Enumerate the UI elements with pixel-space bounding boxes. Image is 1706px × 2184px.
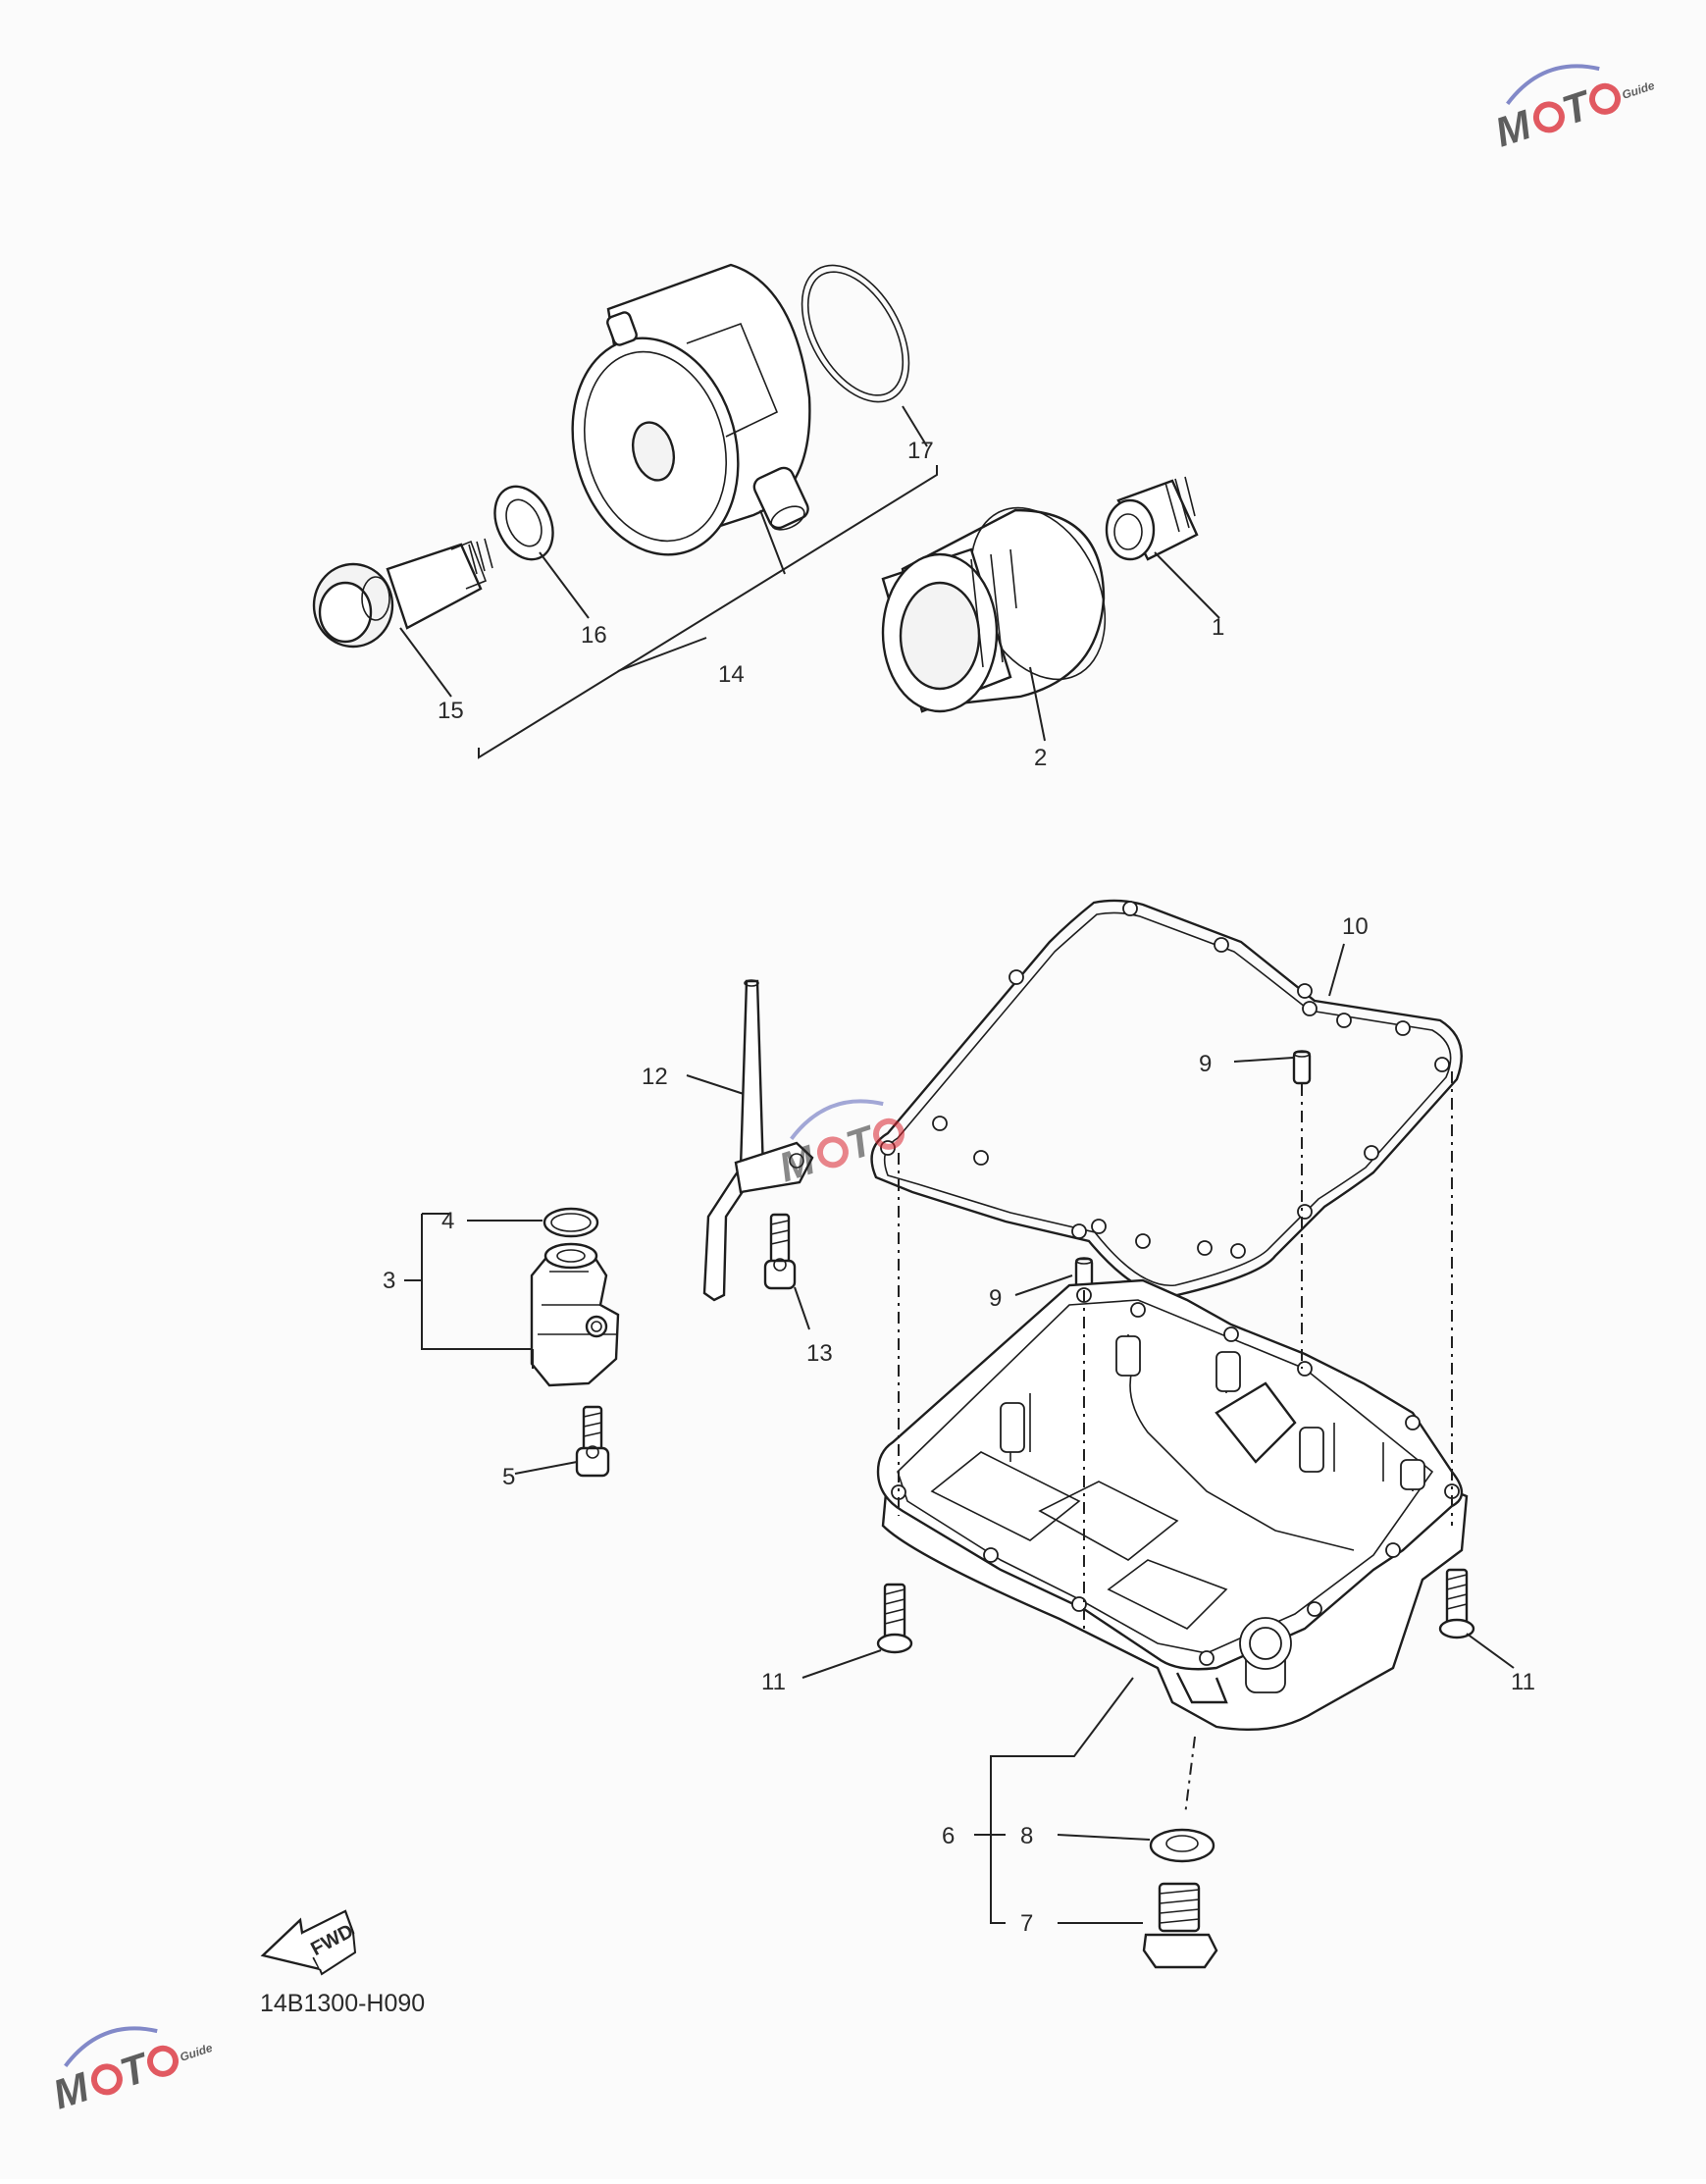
washer-8 <box>1149 1828 1215 1863</box>
watermark-logo-bottom-left: M T Guide <box>47 2026 215 2118</box>
callout-15: 15 <box>438 698 464 724</box>
o-ring-4 <box>543 1207 599 1238</box>
callout-2: 2 <box>1034 745 1047 771</box>
callout-9-lower: 9 <box>989 1285 1002 1312</box>
gasket-holes <box>880 901 1450 1259</box>
oil-cooler-14 <box>571 263 811 556</box>
callout-16: 16 <box>581 622 607 649</box>
washer-16 <box>493 485 554 561</box>
relief-valve-assembly <box>404 1207 620 1478</box>
union-bolt-15 <box>312 538 493 649</box>
bolt-11-right <box>1438 1568 1475 1639</box>
svg-text:M: M <box>1489 101 1537 156</box>
bolt-11-left <box>876 1583 913 1654</box>
callout-11-right: 11 <box>1511 1669 1535 1695</box>
valve-body-3 <box>530 1242 620 1387</box>
svg-text:Guide: Guide <box>1621 78 1657 102</box>
dowel-pin-9-lower <box>1074 1257 1094 1290</box>
callout-11-left: 11 <box>761 1669 786 1695</box>
callout-labels: 1 2 3 4 5 6 7 8 9 9 10 11 11 12 13 14 15… <box>383 438 1535 1937</box>
callout-6: 6 <box>942 1823 955 1849</box>
o-ring-17 <box>801 264 910 403</box>
svg-text:Guide: Guide <box>179 2041 215 2064</box>
callout-17: 17 <box>907 438 934 464</box>
callout-12: 12 <box>642 1064 668 1090</box>
bolt-13 <box>763 1213 797 1290</box>
callout-7: 7 <box>1020 1910 1033 1937</box>
callout-5: 5 <box>502 1464 515 1490</box>
drain-bolt-7 <box>1142 1882 1218 1969</box>
dowel-pin-9-upper <box>1292 1050 1312 1085</box>
callout-1: 1 <box>1212 614 1224 641</box>
oil-cooler-assembly <box>312 263 1220 759</box>
callout-13: 13 <box>806 1340 833 1367</box>
oil-filter-2 <box>881 506 1107 713</box>
fitting-1 <box>1105 476 1199 561</box>
oil-tube-assembly <box>686 979 814 1330</box>
gasket-10 <box>870 899 1463 1297</box>
svg-text:T: T <box>115 2044 156 2097</box>
svg-text:T: T <box>841 1117 882 1170</box>
leader-lines-pan <box>801 943 1515 1924</box>
callout-14: 14 <box>718 661 745 688</box>
bolt-5 <box>575 1405 610 1478</box>
oil-pan-6 <box>876 1278 1469 1732</box>
leader-lines-tube <box>686 1074 810 1330</box>
callout-4: 4 <box>441 1208 454 1234</box>
callout-3: 3 <box>383 1268 395 1294</box>
callout-10: 10 <box>1342 913 1369 940</box>
fwd-arrow-icon: FWD <box>260 1909 357 1976</box>
callout-9-upper: 9 <box>1199 1051 1212 1077</box>
oil-pan-assembly <box>801 899 1515 1969</box>
svg-text:T: T <box>1557 81 1598 134</box>
pipe-12 <box>702 979 814 1302</box>
watermark-logo-top-right: M T Guide <box>1489 64 1657 156</box>
callout-8: 8 <box>1020 1823 1033 1849</box>
leader-lines-top <box>399 405 1220 759</box>
alignment-lines <box>898 1071 1453 1816</box>
diagram-code: 14B1300-H090 <box>260 1990 425 2017</box>
leader-lines-valve <box>404 1213 578 1475</box>
svg-text:M: M <box>47 2063 95 2118</box>
